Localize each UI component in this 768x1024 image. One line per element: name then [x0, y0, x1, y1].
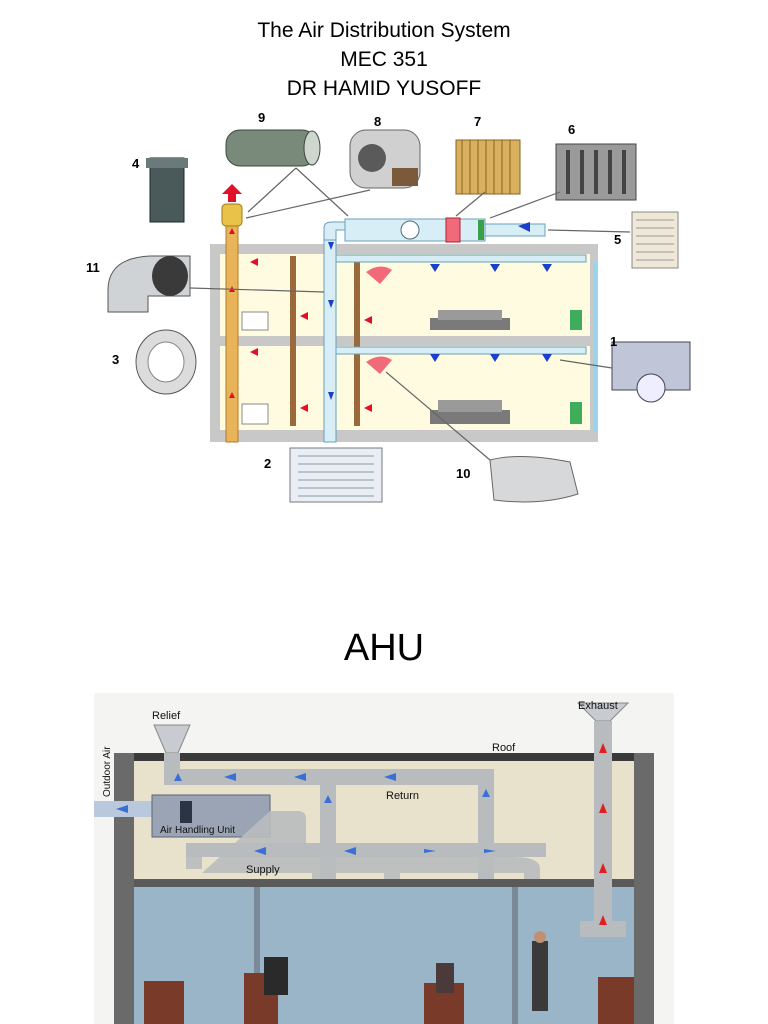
label-number-6: 6	[568, 122, 575, 137]
exhaust-outlet-arrow	[222, 184, 242, 202]
slide-header: The Air Distribution System MEC 351 DR H…	[0, 16, 768, 103]
ahu-filter	[478, 220, 484, 240]
label-number-3: 3	[112, 352, 119, 367]
label-number-11: 11	[86, 260, 100, 275]
wall-left	[114, 753, 134, 1024]
floor-slab	[114, 879, 654, 887]
supply-branch-upper	[335, 254, 587, 263]
exhaust-stack	[594, 721, 612, 931]
exhaust-fan	[221, 203, 243, 227]
radiator-lower	[570, 402, 582, 424]
diffuser-lower	[366, 356, 392, 374]
office-space	[114, 887, 654, 1024]
desk-3	[598, 977, 634, 1024]
component-3-diffuser	[135, 329, 197, 395]
component-5-louver	[631, 211, 679, 269]
label-number-7: 7	[474, 114, 481, 129]
course-code: MEC 351	[340, 48, 428, 71]
label-number-8: 8	[374, 114, 381, 129]
return-riser-2	[354, 256, 360, 426]
label-number-1: 1	[610, 334, 617, 349]
radiator-upper	[570, 310, 582, 330]
label-number-9: 9	[258, 110, 265, 125]
component-9-silencer	[225, 129, 321, 167]
office-worker-1	[244, 957, 288, 1024]
relief-label: Relief	[152, 710, 181, 722]
component-6-filter	[555, 143, 637, 201]
label-number-2: 2	[264, 456, 271, 471]
toilet-upper	[241, 311, 269, 331]
component-8-fan	[349, 129, 421, 189]
air-distribution-diagram: 9 8 7 6 4 5 11 3 1 2 10	[86, 110, 691, 503]
ahu-label: Air Handling Unit	[160, 825, 235, 836]
supply-fan	[400, 220, 420, 240]
wall-right	[634, 753, 654, 1024]
bed-lower	[430, 400, 510, 424]
window	[593, 262, 597, 432]
component-10-plenum	[489, 455, 579, 503]
toilet-lower	[241, 403, 269, 425]
label-number-5: 5	[614, 232, 621, 247]
return-label: Return	[386, 790, 419, 802]
label-number-10: 10	[456, 466, 470, 481]
exhaust-flow-arrows	[229, 228, 372, 412]
component-2-grille	[289, 447, 383, 503]
exhaust-hood-inside	[580, 921, 626, 937]
outdoor-air-label: Outdoor Air	[102, 746, 113, 797]
ahu-illustration: Relief Outdoor Air Roof Exhaust Return A…	[94, 693, 674, 1024]
exhaust-riser	[225, 224, 239, 443]
component-4-roof-exhaust	[146, 157, 188, 223]
supply-flow-arrows	[116, 805, 496, 855]
partition-right	[512, 887, 518, 1024]
exhaust-label: Exhaust	[578, 700, 618, 712]
partition-left	[254, 887, 260, 1024]
ahu-coil	[180, 801, 192, 823]
diffuser-upper	[366, 266, 392, 284]
leader-lines	[189, 167, 631, 461]
supply-label: Supply	[246, 864, 280, 876]
exhaust-flow-arrows	[599, 743, 607, 925]
supply-duct	[186, 811, 540, 879]
component-1-diffuser-box	[611, 341, 691, 403]
component-7-coil	[455, 139, 521, 195]
bed-upper	[430, 310, 510, 330]
section-title: AHU	[343, 627, 425, 669]
return-riser	[290, 256, 296, 426]
page-title: The Air Distribution System	[257, 19, 511, 42]
upper-floor-room	[220, 254, 590, 336]
supply-riser	[323, 227, 337, 443]
roof-slab	[114, 753, 654, 761]
supply-trunk	[186, 843, 546, 857]
supply-flow-arrows	[328, 222, 552, 400]
office-worker-2	[424, 963, 464, 1024]
outdoor-air-intake	[484, 223, 546, 237]
author-name: DR HAMID YUSOFF	[286, 77, 482, 100]
office-worker-3	[532, 931, 548, 1011]
label-number-4: 4	[132, 156, 140, 171]
desk-1	[144, 981, 184, 1024]
return-flow-arrows	[174, 773, 490, 803]
ahu-coil	[445, 217, 461, 243]
roof-label: Roof	[492, 742, 516, 754]
component-11-elbow	[107, 255, 191, 313]
supply-branch-lower	[335, 346, 587, 355]
